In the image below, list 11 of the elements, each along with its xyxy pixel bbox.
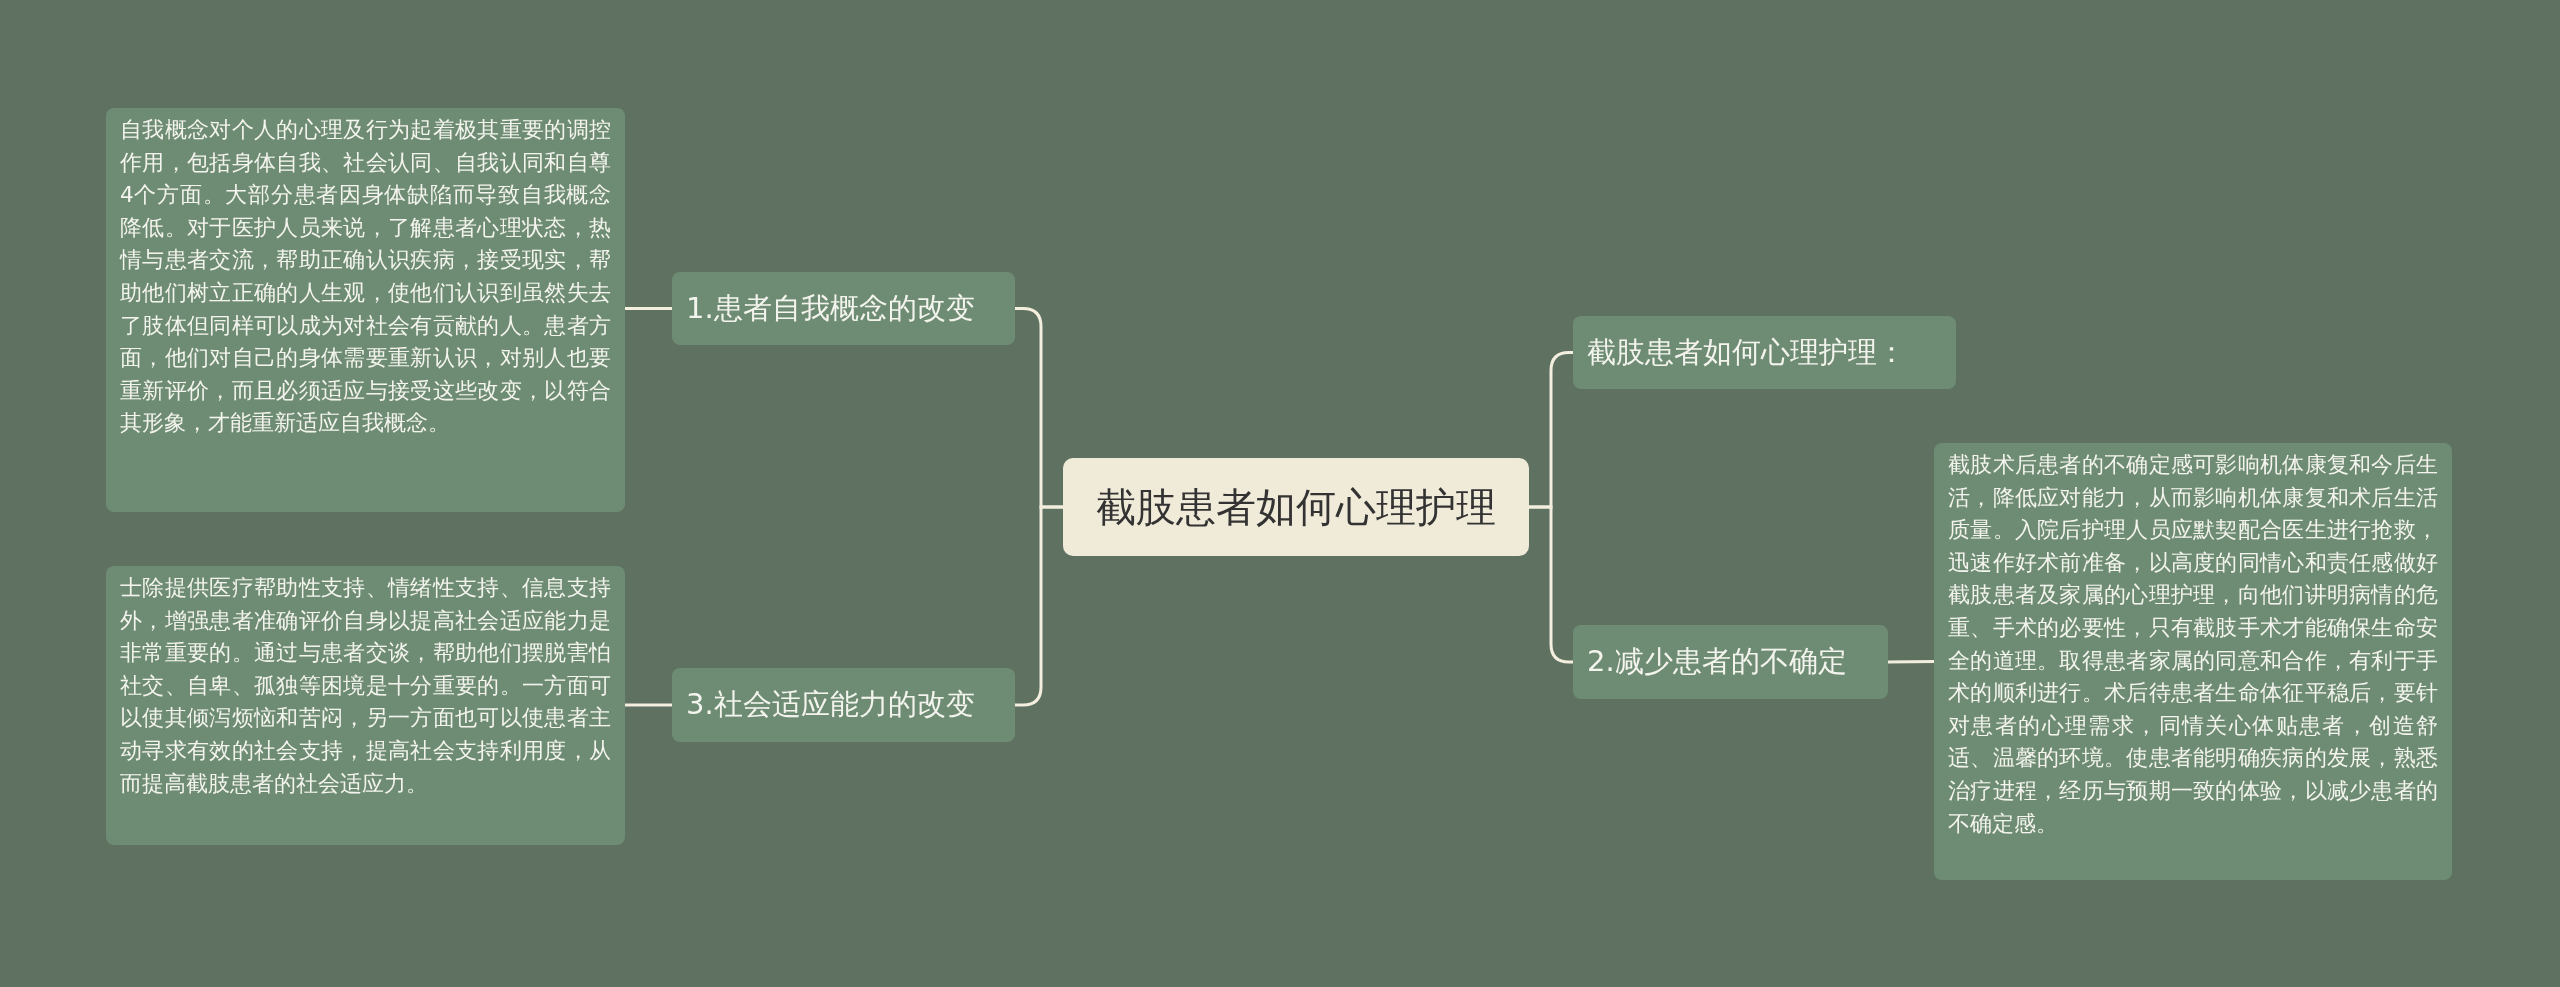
topic-box: 截肢患者如何心理护理： (1573, 316, 1956, 389)
topic-box: 3.社会适应能力的改变 (672, 668, 1015, 742)
topic-box: 2.减少患者的不确定 (1573, 625, 1888, 699)
note-box: 截肢术后患者的不确定感可影响机体康复和今后生活，降低应对能力，从而影响机体康复和术后生活质量。入院后护理人员应默契配合医生进行抢救，迅速作好术前准备，以高度的同情心和责任感做好截肢患者及家属的心理护理，向他们讲明病情的危重、手术的必要性，只有截肢手术才能确保生命安全的道理。取得患者家属的同意和合作，有利于手术的顺利进行。术后待患者生命体征平稳后，要针对患者的心理需求，同情关心体贴患者，创造舒适、温馨的环境。使患者能明确疾病的发展，熟悉治疗进程，经历与预期一致的体验，以减少患者的不确定感。 (1934, 443, 2452, 880)
central-topic-box: 截肢患者如何心理护理 (1063, 458, 1529, 556)
topic-box: 1.患者自我概念的改变 (672, 272, 1015, 345)
connector-line (1888, 660, 1934, 664)
connector-line (625, 703, 672, 707)
connector-line (625, 307, 672, 310)
note-box: 士除提供医疗帮助性支持、情绪性支持、信息支持外，增强患者准确评价自身以提高社会适应能力是非常重要的。通过与患者交谈，帮助他们摆脱害怕社交、自卑、孤独等困境是十分重要的。一方面可以使其倾泻烦恼和苦闷，另一方面也可以使患者主动寻求有效的社会支持，提高社会支持利用度，从而提高截肢患者的社会适应力。 (106, 566, 625, 845)
note-box: 自我概念对个人的心理及行为起着极其重要的调控作用，包括身体自我、社会认同、自我认同和自尊4个方面。大部分患者因身体缺陷而导致自我概念降低。对于医护人员来说，了解患者心理状态，热情与患者交流，帮助正确认识疾病，接受现实，帮助他们树立正确的人生观，使他们认识到虽然失去了肢体但同样可以成为对社会有贡献的人。患者方面，他们对自己的身体需要重新认识，对别人也要重新评价，而且必须适应与接受这些改变，以符合其形象，才能重新适应自我概念。 (106, 108, 625, 512)
